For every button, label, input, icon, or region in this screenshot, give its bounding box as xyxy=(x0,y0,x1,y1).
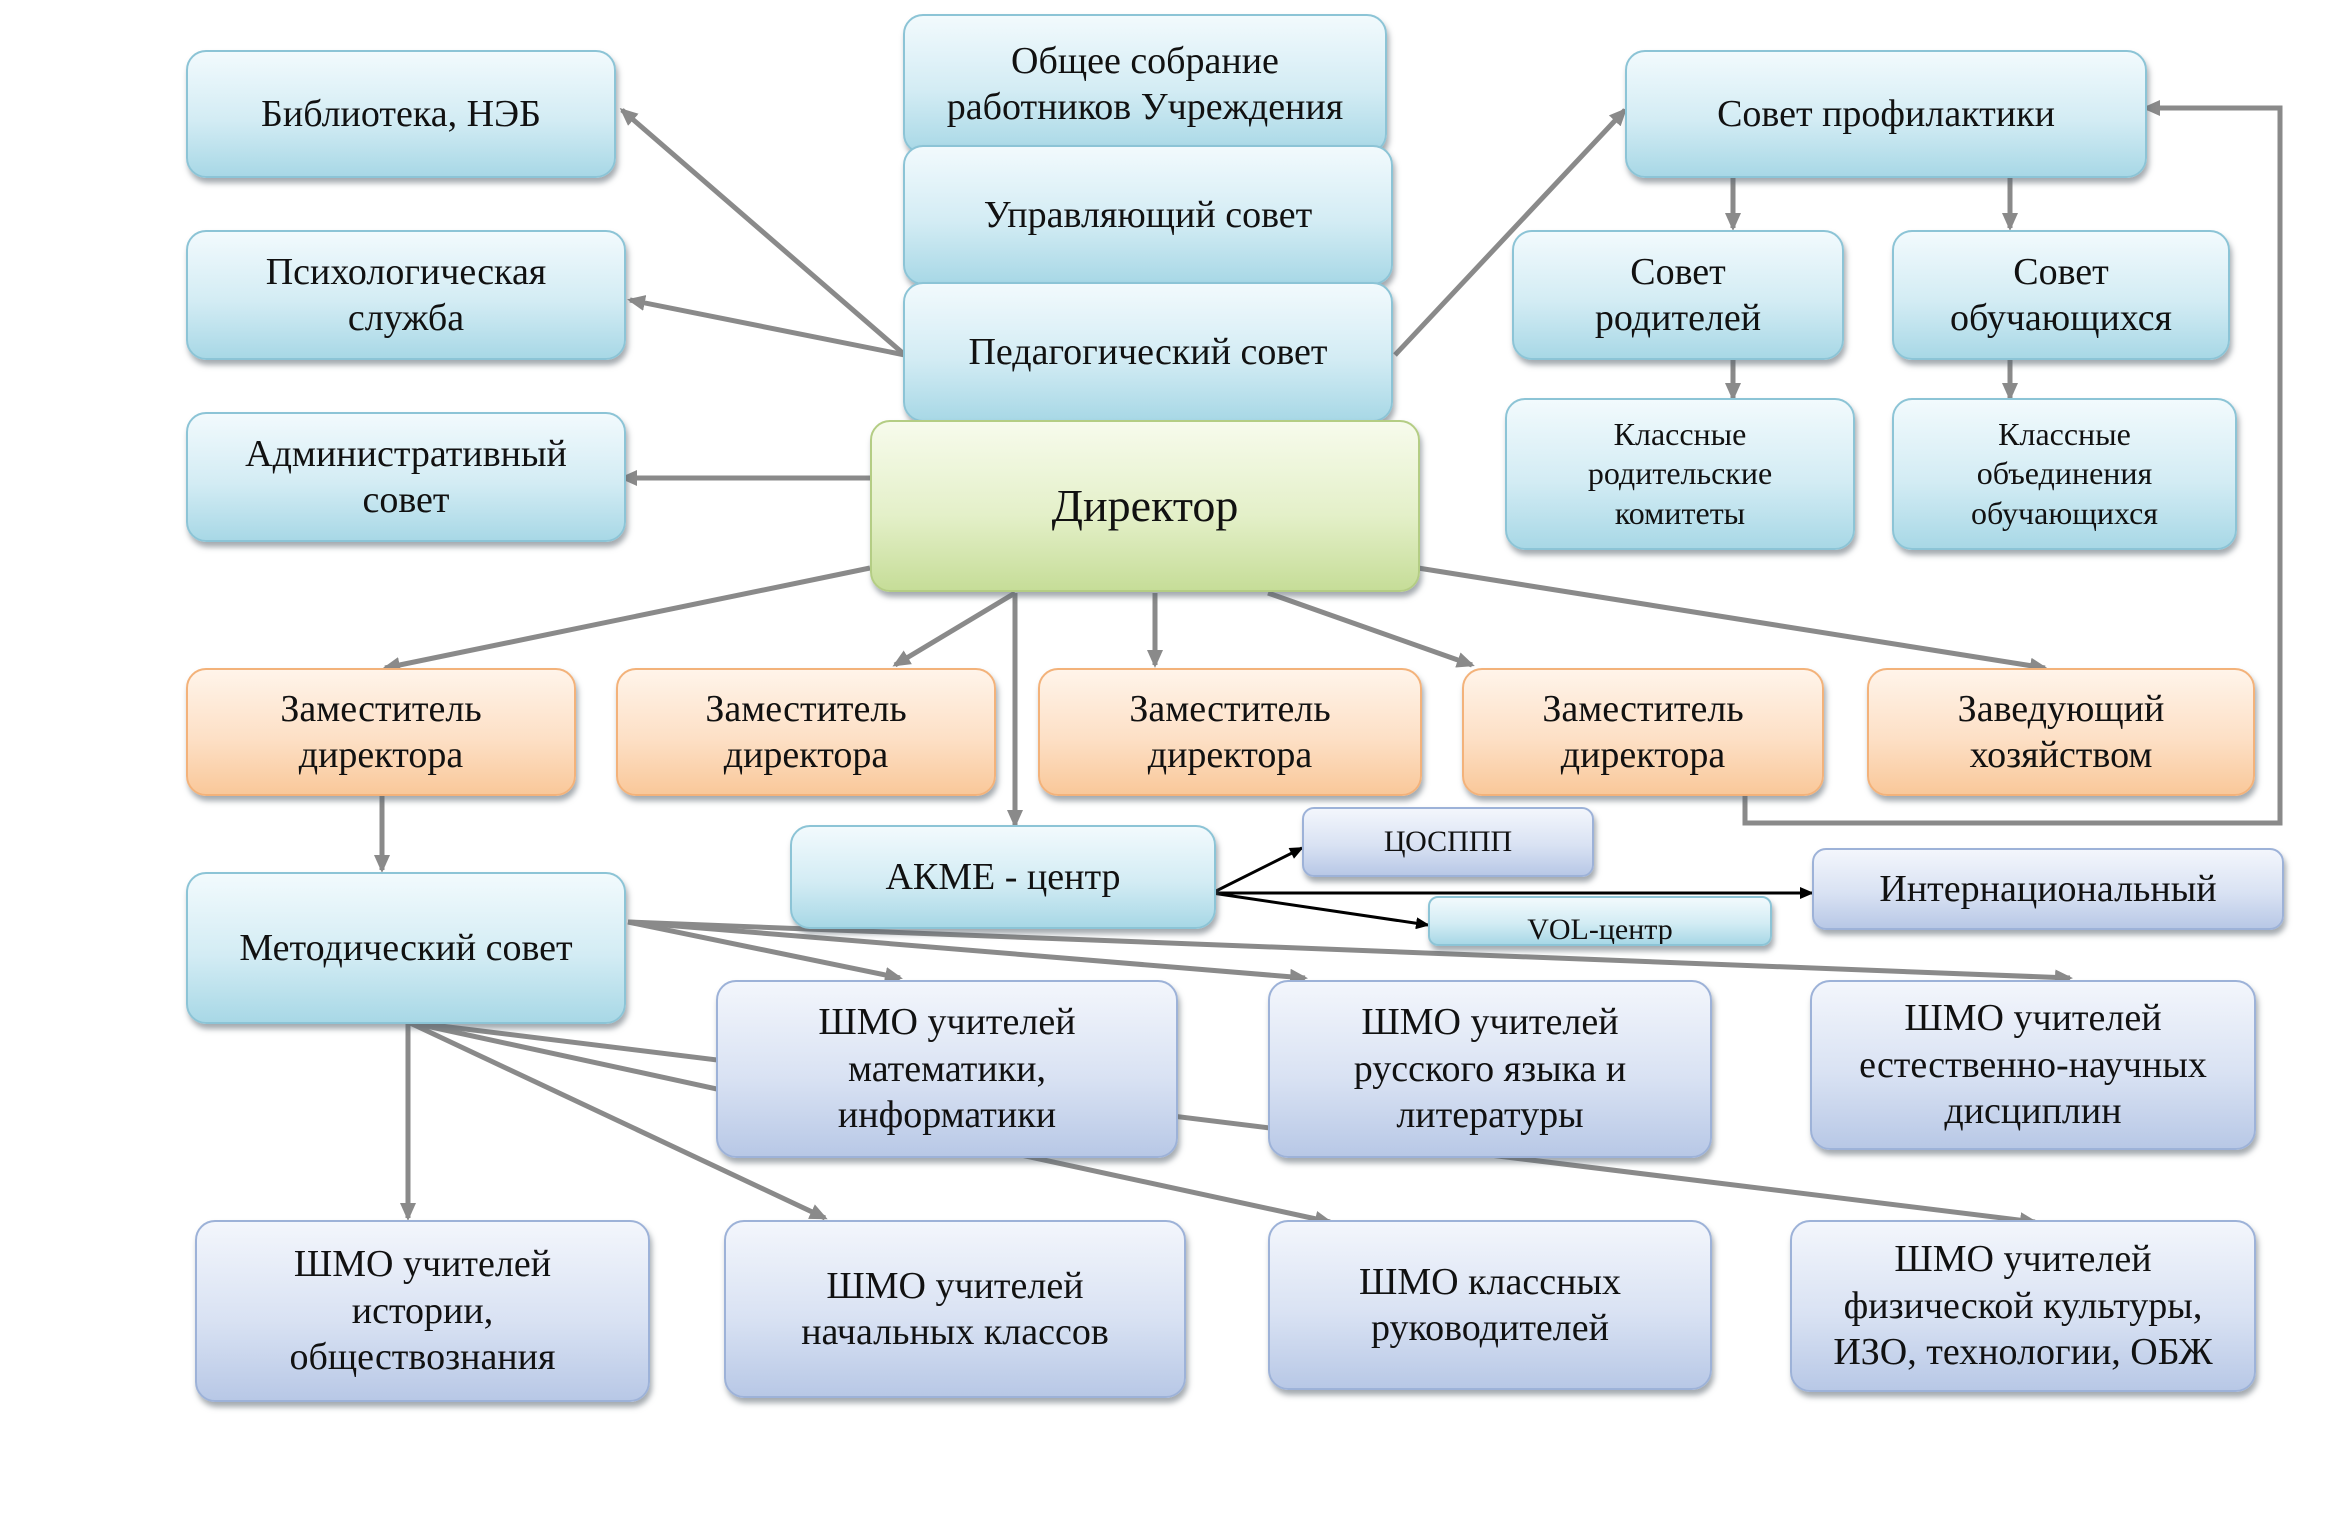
node-shmo-nachalnyh: ШМО учителей начальных классов xyxy=(724,1220,1186,1398)
node-pedagogicheskiy-label: Педагогический совет xyxy=(968,330,1328,373)
node-upravlyayushchiy: Управляющий совет xyxy=(903,145,1393,285)
node-shmo-estestvennyh: ШМО учителей естественно-научных дисципл… xyxy=(1810,980,2256,1150)
node-obshchee-sobranie: Общее собрание работников Учреждения xyxy=(903,14,1387,154)
link-metod-russian xyxy=(627,919,1308,985)
node-klassnye-obedineniya: Классные объединения обучающихся xyxy=(1892,398,2237,550)
link-director-zam2 xyxy=(892,590,1017,668)
node-shmo-matematiki: ШМО учителей математики, информатики xyxy=(716,980,1178,1158)
node-sovet-obuchayushchihsya: Совет обучающихся xyxy=(1892,230,2230,360)
node-pedagogicheskiy: Педагогический совет xyxy=(903,282,1393,422)
node-sovet-roditeley: Совет родителей xyxy=(1512,230,1844,360)
node-tsosppp: ЦОСППП xyxy=(1302,807,1594,877)
node-akme-label: АКМЕ - центр xyxy=(885,855,1121,898)
node-shmo-istorii: ШМО учителей истории, обществознания xyxy=(195,1220,650,1402)
node-shmo-klassnyh-label: ШМО классных руководителей xyxy=(1359,1260,1621,1349)
node-psihologicheskaya-label: Психологическая служба xyxy=(265,250,547,339)
link-pedsovet-psych xyxy=(627,295,906,358)
node-internatsionalnyy-label: Интернациональный xyxy=(1879,867,2217,910)
node-metodicheskiy: Методический совет xyxy=(186,872,626,1024)
node-internatsionalnyy: Интернациональный xyxy=(1812,848,2284,930)
node-akme: АКМЕ - центр xyxy=(790,825,1216,929)
link-pedsovet-prevention xyxy=(1393,107,1628,357)
link-akme-vol xyxy=(1211,891,1430,930)
node-sovet-profilaktiki-label: Совет профилактики xyxy=(1717,92,2055,135)
node-zam3: Заместитель директора xyxy=(1038,668,1422,796)
node-vol-centr-label: VOL-центр xyxy=(1527,913,1673,946)
node-zam4-label: Заместитель директора xyxy=(1542,687,1744,776)
node-klassnye-komitety: Классные родительские комитеты xyxy=(1505,398,1855,550)
node-biblioteka: Библиотека, НЭБ xyxy=(186,50,616,178)
node-upravlyayushchiy-label: Управляющий совет xyxy=(983,193,1313,236)
node-administrativnyy: Административный совет xyxy=(186,412,626,542)
link-director-zam4 xyxy=(1267,590,1475,668)
node-psihologicheskaya: Психологическая служба xyxy=(186,230,626,360)
link-director-zam1 xyxy=(382,565,871,673)
node-zam2-label: Заместитель директора xyxy=(705,687,907,776)
node-direktor-label: Директор xyxy=(1051,479,1239,531)
link-metod-primary xyxy=(406,1019,828,1221)
node-zam4: Заместитель директора xyxy=(1462,668,1824,796)
link-zam4-prevention xyxy=(1742,100,2283,826)
node-sovet-roditeley-label: Совет родителей xyxy=(1594,250,1762,339)
node-zavhoz: Заведующий хозяйством xyxy=(1867,668,2255,796)
link-metod-pe xyxy=(407,1019,2038,1229)
node-obshchee-sobranie-label: Общее собрание работников Учреждения xyxy=(946,39,1344,128)
node-shmo-istorii-label: ШМО учителей истории, обществознания xyxy=(289,1243,556,1379)
node-zam1-label: Заместитель директора xyxy=(280,687,482,776)
node-zam3-label: Заместитель директора xyxy=(1129,687,1331,776)
node-direktor: Директор xyxy=(870,420,1420,592)
node-shmo-nachalnyh-label: ШМО учителей начальных классов xyxy=(801,1264,1109,1353)
link-pedsovet-library xyxy=(619,108,907,357)
node-vol-centr: VOL-центр xyxy=(1428,896,1772,946)
node-zavhoz-label: Заведующий хозяйством xyxy=(1957,687,2165,776)
node-zam2: Заместитель директора xyxy=(616,668,996,796)
link-director-zavhoz xyxy=(1417,565,2048,674)
node-administrativnyy-label: Административный совет xyxy=(245,432,567,521)
node-shmo-fizkultury: ШМО учителей физической культуры, ИЗО, т… xyxy=(1790,1220,2256,1392)
node-shmo-russkogo-label: ШМО учителей русского языка и литературы xyxy=(1353,1001,1627,1137)
node-metodicheskiy-label: Методический совет xyxy=(239,926,573,969)
node-sovet-obuchayushchihsya-label: Совет обучающихся xyxy=(1949,250,2173,339)
node-klassnye-obedineniya-label: Классные объединения обучающихся xyxy=(1970,416,2159,531)
node-shmo-klassnyh: ШМО классных руководителей xyxy=(1268,1220,1712,1390)
node-shmo-russkogo: ШМО учителей русского языка и литературы xyxy=(1268,980,1712,1158)
node-klassnye-komitety-label: Классные родительские комитеты xyxy=(1587,416,1773,531)
node-sovet-profilaktiki: Совет профилактики xyxy=(1625,50,2147,178)
link-metod-natural xyxy=(627,919,2073,986)
link-akme-tsosppp xyxy=(1211,846,1304,895)
node-biblioteka-label: Библиотека, НЭБ xyxy=(261,92,541,135)
node-tsosppp-label: ЦОСППП xyxy=(1383,824,1513,858)
link-metod-math xyxy=(627,919,903,983)
node-zam1: Заместитель директора xyxy=(186,668,576,796)
node-shmo-matematiki-label: ШМО учителей математики, информатики xyxy=(818,1001,1076,1137)
node-shmo-fizkultury-label: ШМО учителей физической культуры, ИЗО, т… xyxy=(1833,1238,2213,1374)
node-shmo-estestvennyh-label: ШМО учителей естественно-научных дисципл… xyxy=(1859,997,2207,1133)
